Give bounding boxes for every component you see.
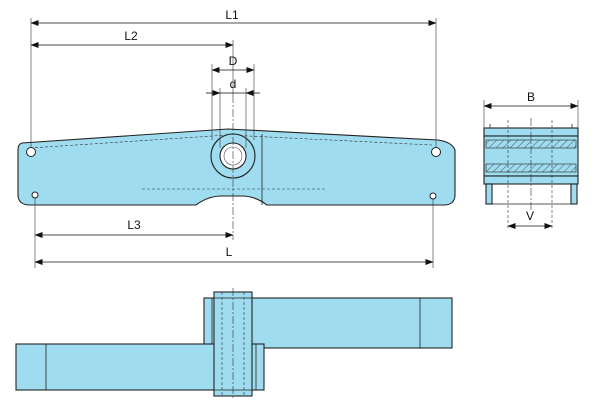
side-lug-right: [570, 183, 578, 205]
front-dimensions: L1 L2 D d L3 L: [30, 8, 437, 268]
dim-D-label: D: [229, 54, 238, 68]
dim-B-label: B: [527, 90, 535, 104]
left-lower-hole: [31, 191, 39, 199]
dim-L1-label: L1: [225, 8, 239, 22]
dim-L3-label: L3: [127, 218, 141, 232]
dim-L2-label: L2: [124, 29, 138, 43]
side-lug-left: [485, 183, 493, 205]
top-view: [15, 288, 453, 400]
right-lower-hole: [429, 192, 437, 200]
left-upper-hole: [26, 147, 36, 157]
dim-d-label: d: [230, 77, 237, 91]
side-dimensions: B V: [483, 90, 579, 229]
right-upper-hole: [431, 147, 441, 157]
side-view: [483, 118, 579, 230]
hidden-outline: [29, 134, 433, 149]
dim-L-label: L: [226, 245, 233, 259]
front-view: [17, 95, 456, 240]
dim-V-label: V: [526, 209, 534, 223]
